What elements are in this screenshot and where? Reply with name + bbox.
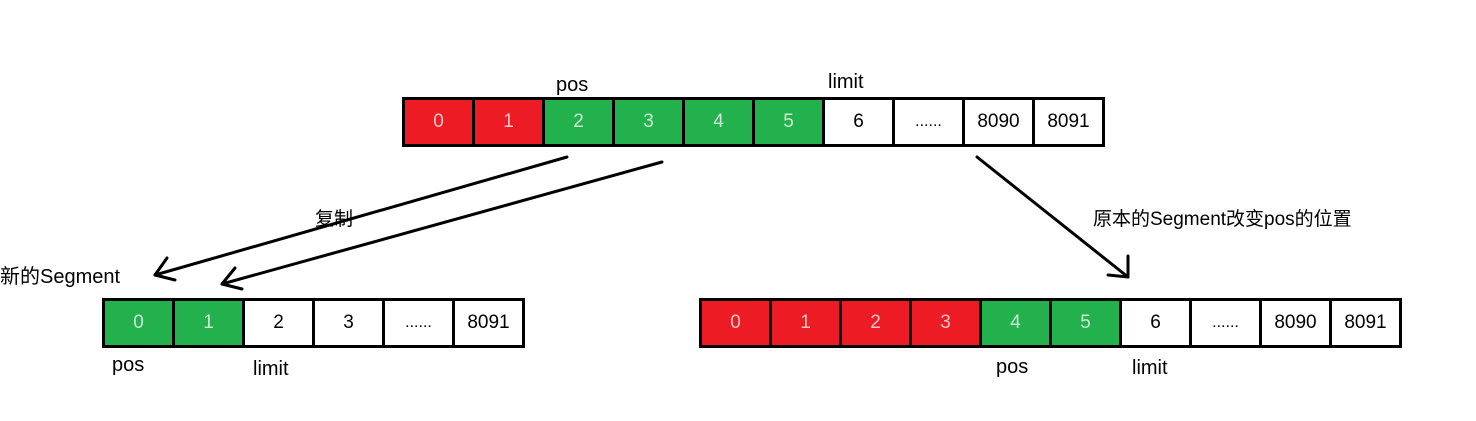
buffer-cell: 3 — [615, 100, 685, 144]
buffer-cell: 3 — [912, 301, 982, 345]
change-pos-annotation: 原本的Segment改变pos的位置 — [1093, 209, 1352, 230]
buffer-cell: 5 — [1052, 301, 1122, 345]
buffer-cell: 6 — [1122, 301, 1192, 345]
change-pos-arrow — [975, 155, 1130, 279]
buffer-cell: ...... — [385, 301, 455, 345]
buffer-cell: 6 — [825, 100, 895, 144]
buffer-cell: ...... — [895, 100, 965, 144]
buffer-cell: 4 — [982, 301, 1052, 345]
buffer-cell: ...... — [1192, 301, 1262, 345]
new-pos-label: pos — [112, 354, 145, 376]
buffer-cell: 0 — [702, 301, 772, 345]
top-limit-label: limit — [828, 71, 864, 93]
buffer-cell: 2 — [842, 301, 912, 345]
buffer-cell: 1 — [175, 301, 245, 345]
buffer-cell: 8091 — [1035, 100, 1102, 144]
buffer-cell: 1 — [772, 301, 842, 345]
new-limit-label: limit — [253, 358, 289, 380]
buffer-cell: 8090 — [1262, 301, 1332, 345]
buffer-cell: 1 — [475, 100, 545, 144]
buffer-cell: 0 — [405, 100, 475, 144]
buffer-cell: 4 — [685, 100, 755, 144]
buffer-cell: 2 — [245, 301, 315, 345]
buffer-cell: 5 — [755, 100, 825, 144]
buffer-cell: 8091 — [1332, 301, 1399, 345]
original-pos-label: pos — [996, 356, 1029, 378]
buffer-cell: 0 — [105, 301, 175, 345]
new-segment-title: 新的Segment — [0, 266, 121, 288]
copy-arrow-2 — [220, 160, 664, 291]
top-pos-label: pos — [556, 74, 589, 96]
copy-annotation: 复制 — [315, 209, 354, 230]
buffer-cell: 8090 — [965, 100, 1035, 144]
original-limit-label: limit — [1132, 357, 1168, 379]
buffer-cell: 3 — [315, 301, 385, 345]
copy-arrow-1 — [153, 155, 569, 282]
buffer-cell: 8091 — [455, 301, 522, 345]
buffer-cell: 2 — [545, 100, 615, 144]
